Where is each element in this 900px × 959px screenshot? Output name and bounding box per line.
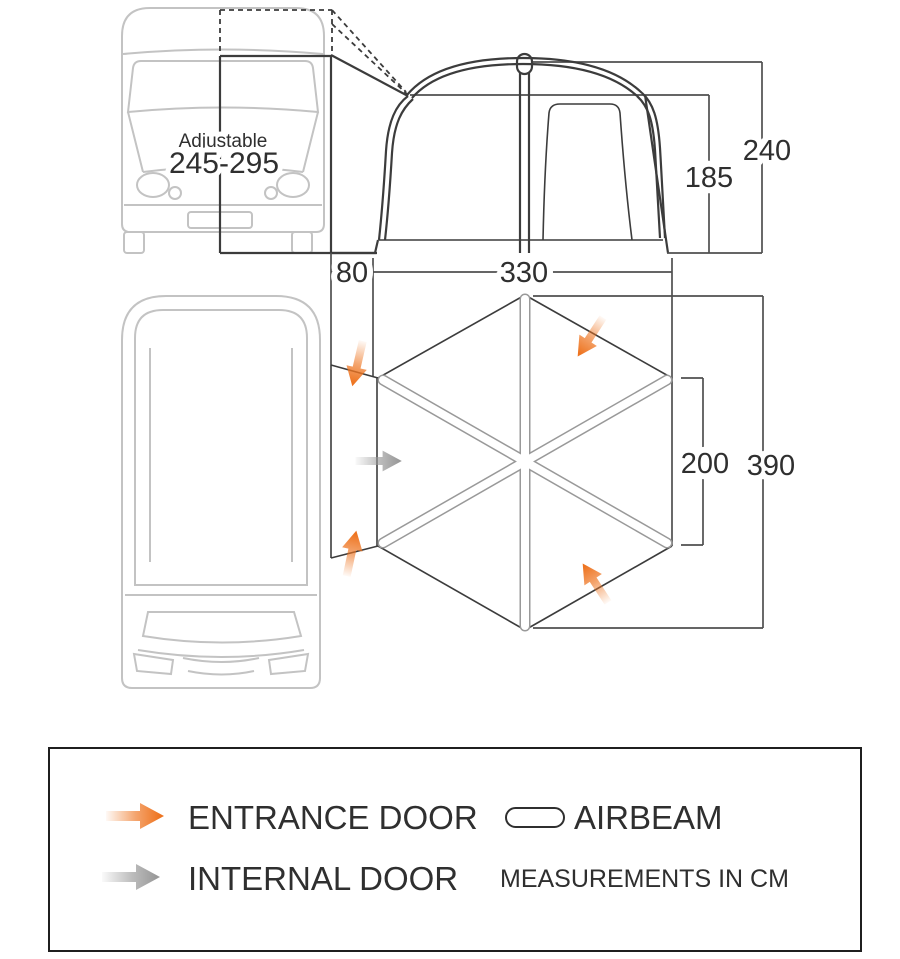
dim-connection-depth: 80 [336,257,368,289]
vehicle-label-adjustable: Adjustable [179,131,268,152]
plan-airbeams [377,293,673,632]
dim-eave-height: 185 [685,162,733,194]
awning-plan-view [330,293,764,632]
internal-door-label: INTERNAL DOOR [188,860,459,897]
dim-peak-height: 240 [743,135,791,167]
airbeam-label: AIRBEAM [574,799,723,836]
entrance-door-label: ENTRANCE DOOR [188,799,478,836]
dim-plan-inner: 200 [681,448,729,480]
vehicle-label-range: 245-295 [169,147,279,180]
entrance-door-arrow-icon [568,311,612,363]
door-arrows [336,311,617,609]
dim-awning-width: 330 [500,257,548,289]
elevation-dimension-lines [330,62,763,546]
entrance-door-arrow-icon [106,803,164,829]
awning-elevation-view [329,52,762,255]
plan-dimension-lines [533,295,764,629]
entrance-door-arrow-icon [573,557,617,609]
airbeam-capsule-icon [505,807,565,828]
internal-door-arrow-icon [355,450,402,472]
van-top-view [121,295,321,689]
diagram-drawing: Adjustable 245-295 240 185 80 330 200 39… [121,7,801,689]
legend-box: ENTRANCE DOOR AIRBEAM INTERNAL DOOR MEAS… [48,747,862,952]
measurements-note: MEASUREMENTS IN CM [500,865,789,893]
internal-door-arrow-icon [102,864,160,890]
adjustable-connection-dashed-lines [219,9,409,96]
entrance-door-arrow-icon [342,338,373,389]
entrance-door-arrow-icon [336,528,367,579]
dimension-labels: Adjustable 245-295 240 185 80 330 200 39… [164,126,801,488]
dim-plan-outer: 390 [747,450,795,482]
